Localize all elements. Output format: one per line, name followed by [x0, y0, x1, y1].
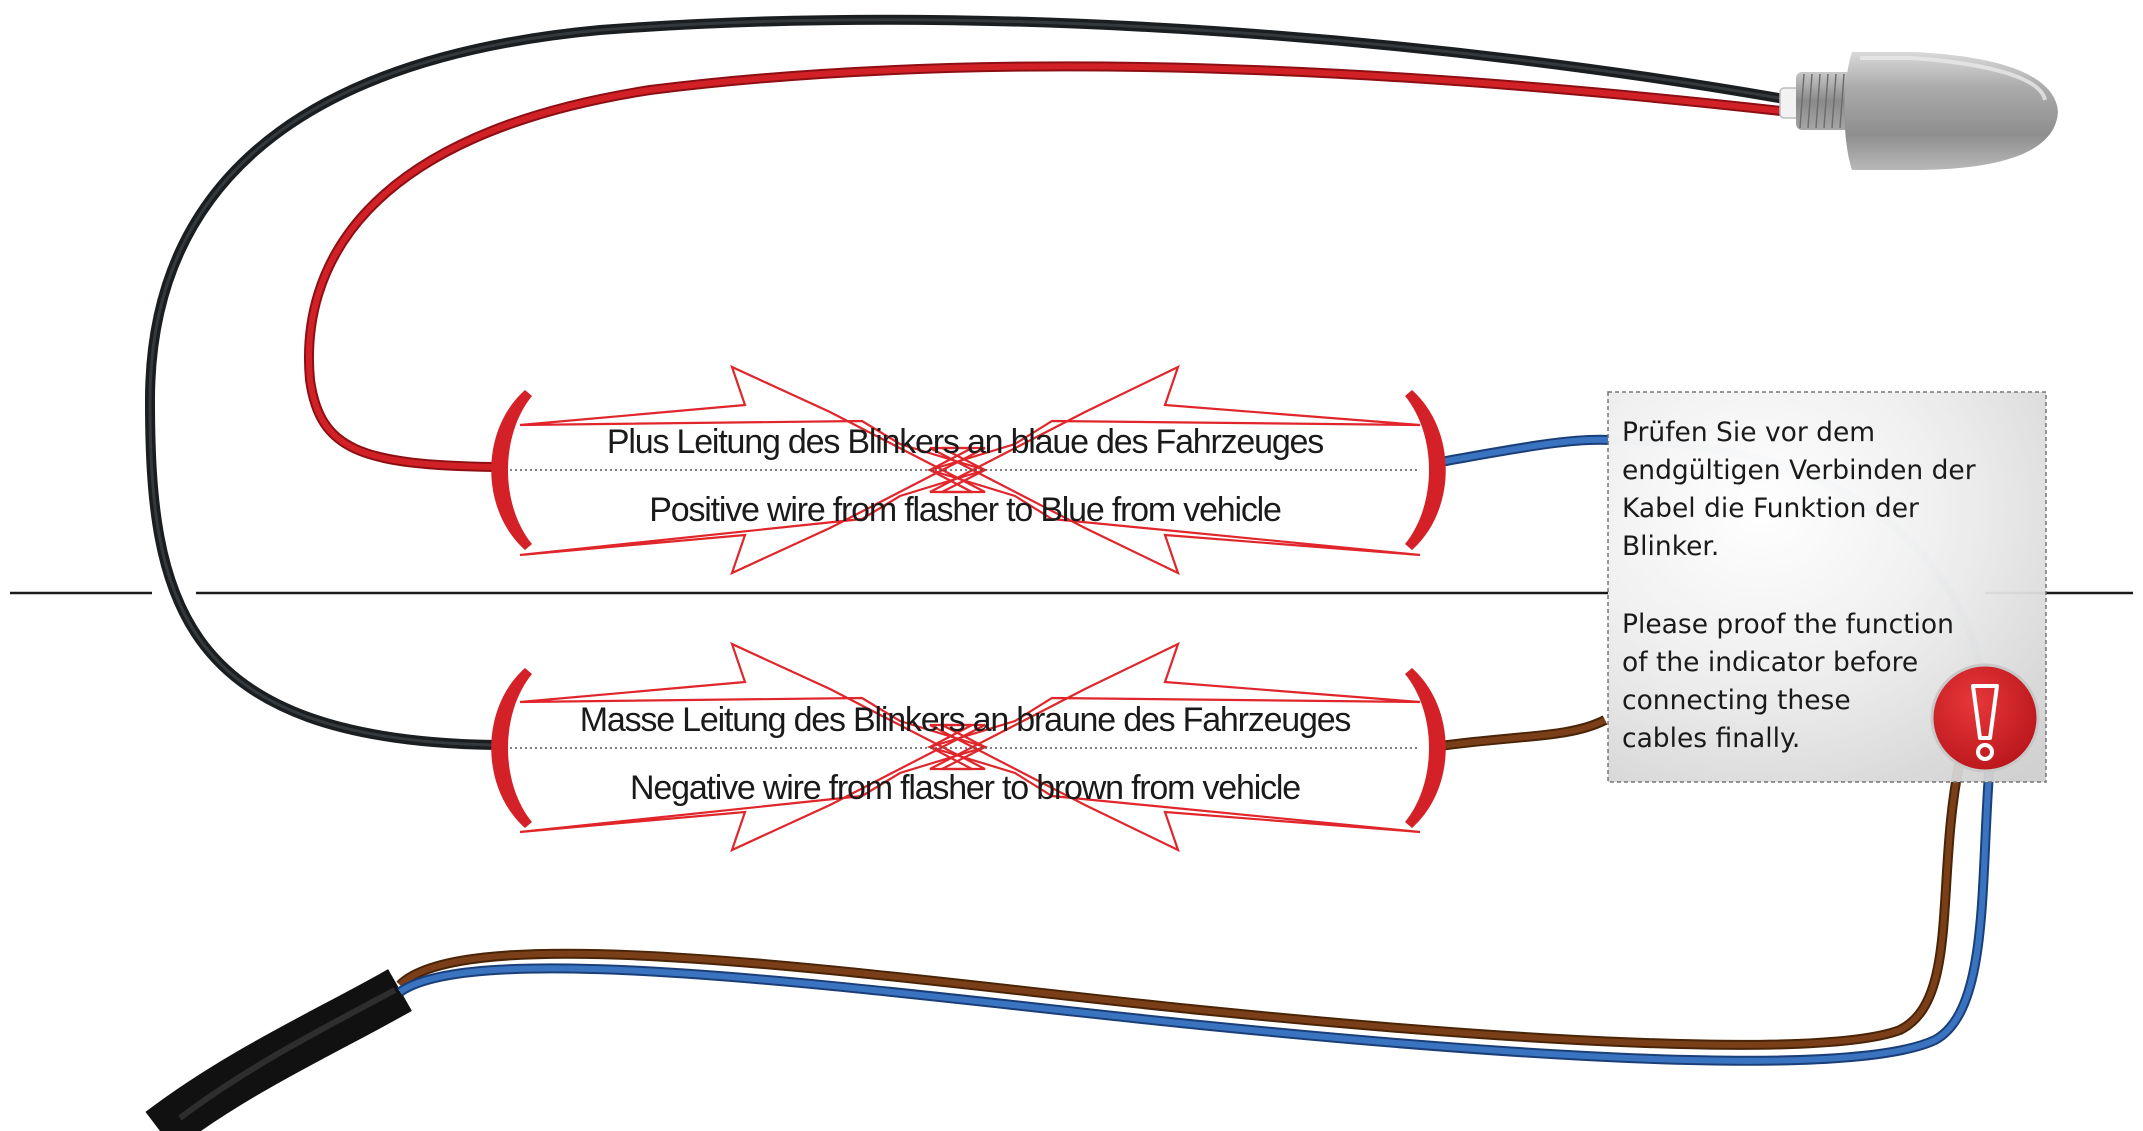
note-line: Blinker. [1622, 531, 1719, 562]
label-plus-en: Positive wire from flasher to Blue from … [649, 491, 1281, 529]
note-line: of the indicator before [1622, 647, 1918, 678]
cable-sheath [145, 969, 412, 1131]
warning-icon [1930, 663, 2040, 773]
label-masse-en: Negative wire from flasher to brown from… [630, 769, 1300, 807]
note-box: Prüfen Sie vor dem endgültigen Verbinden… [1607, 391, 2047, 783]
note-line: endgültigen Verbinden der [1622, 455, 1976, 486]
note-line: connecting these [1622, 685, 1851, 716]
label-plus-de: Plus Leitung des Blinkers an blaue des F… [607, 423, 1323, 461]
brackets [491, 390, 1446, 828]
note-line: Kabel die Funktion der [1622, 493, 1919, 524]
note-line: Please proof the function [1622, 609, 1954, 640]
wire-brown [396, 715, 1965, 1050]
wire-black [144, 14, 1791, 750]
note-line: Prüfen Sie vor dem [1622, 417, 1875, 448]
turn-signal-indicator-icon [1779, 52, 2058, 170]
wire-red [304, 61, 1791, 472]
arrow-decorations [519, 364, 1421, 853]
label-masse-de: Masse Leitung des Blinkers an braune des… [580, 701, 1351, 739]
note-line: cables finally. [1622, 723, 1800, 754]
